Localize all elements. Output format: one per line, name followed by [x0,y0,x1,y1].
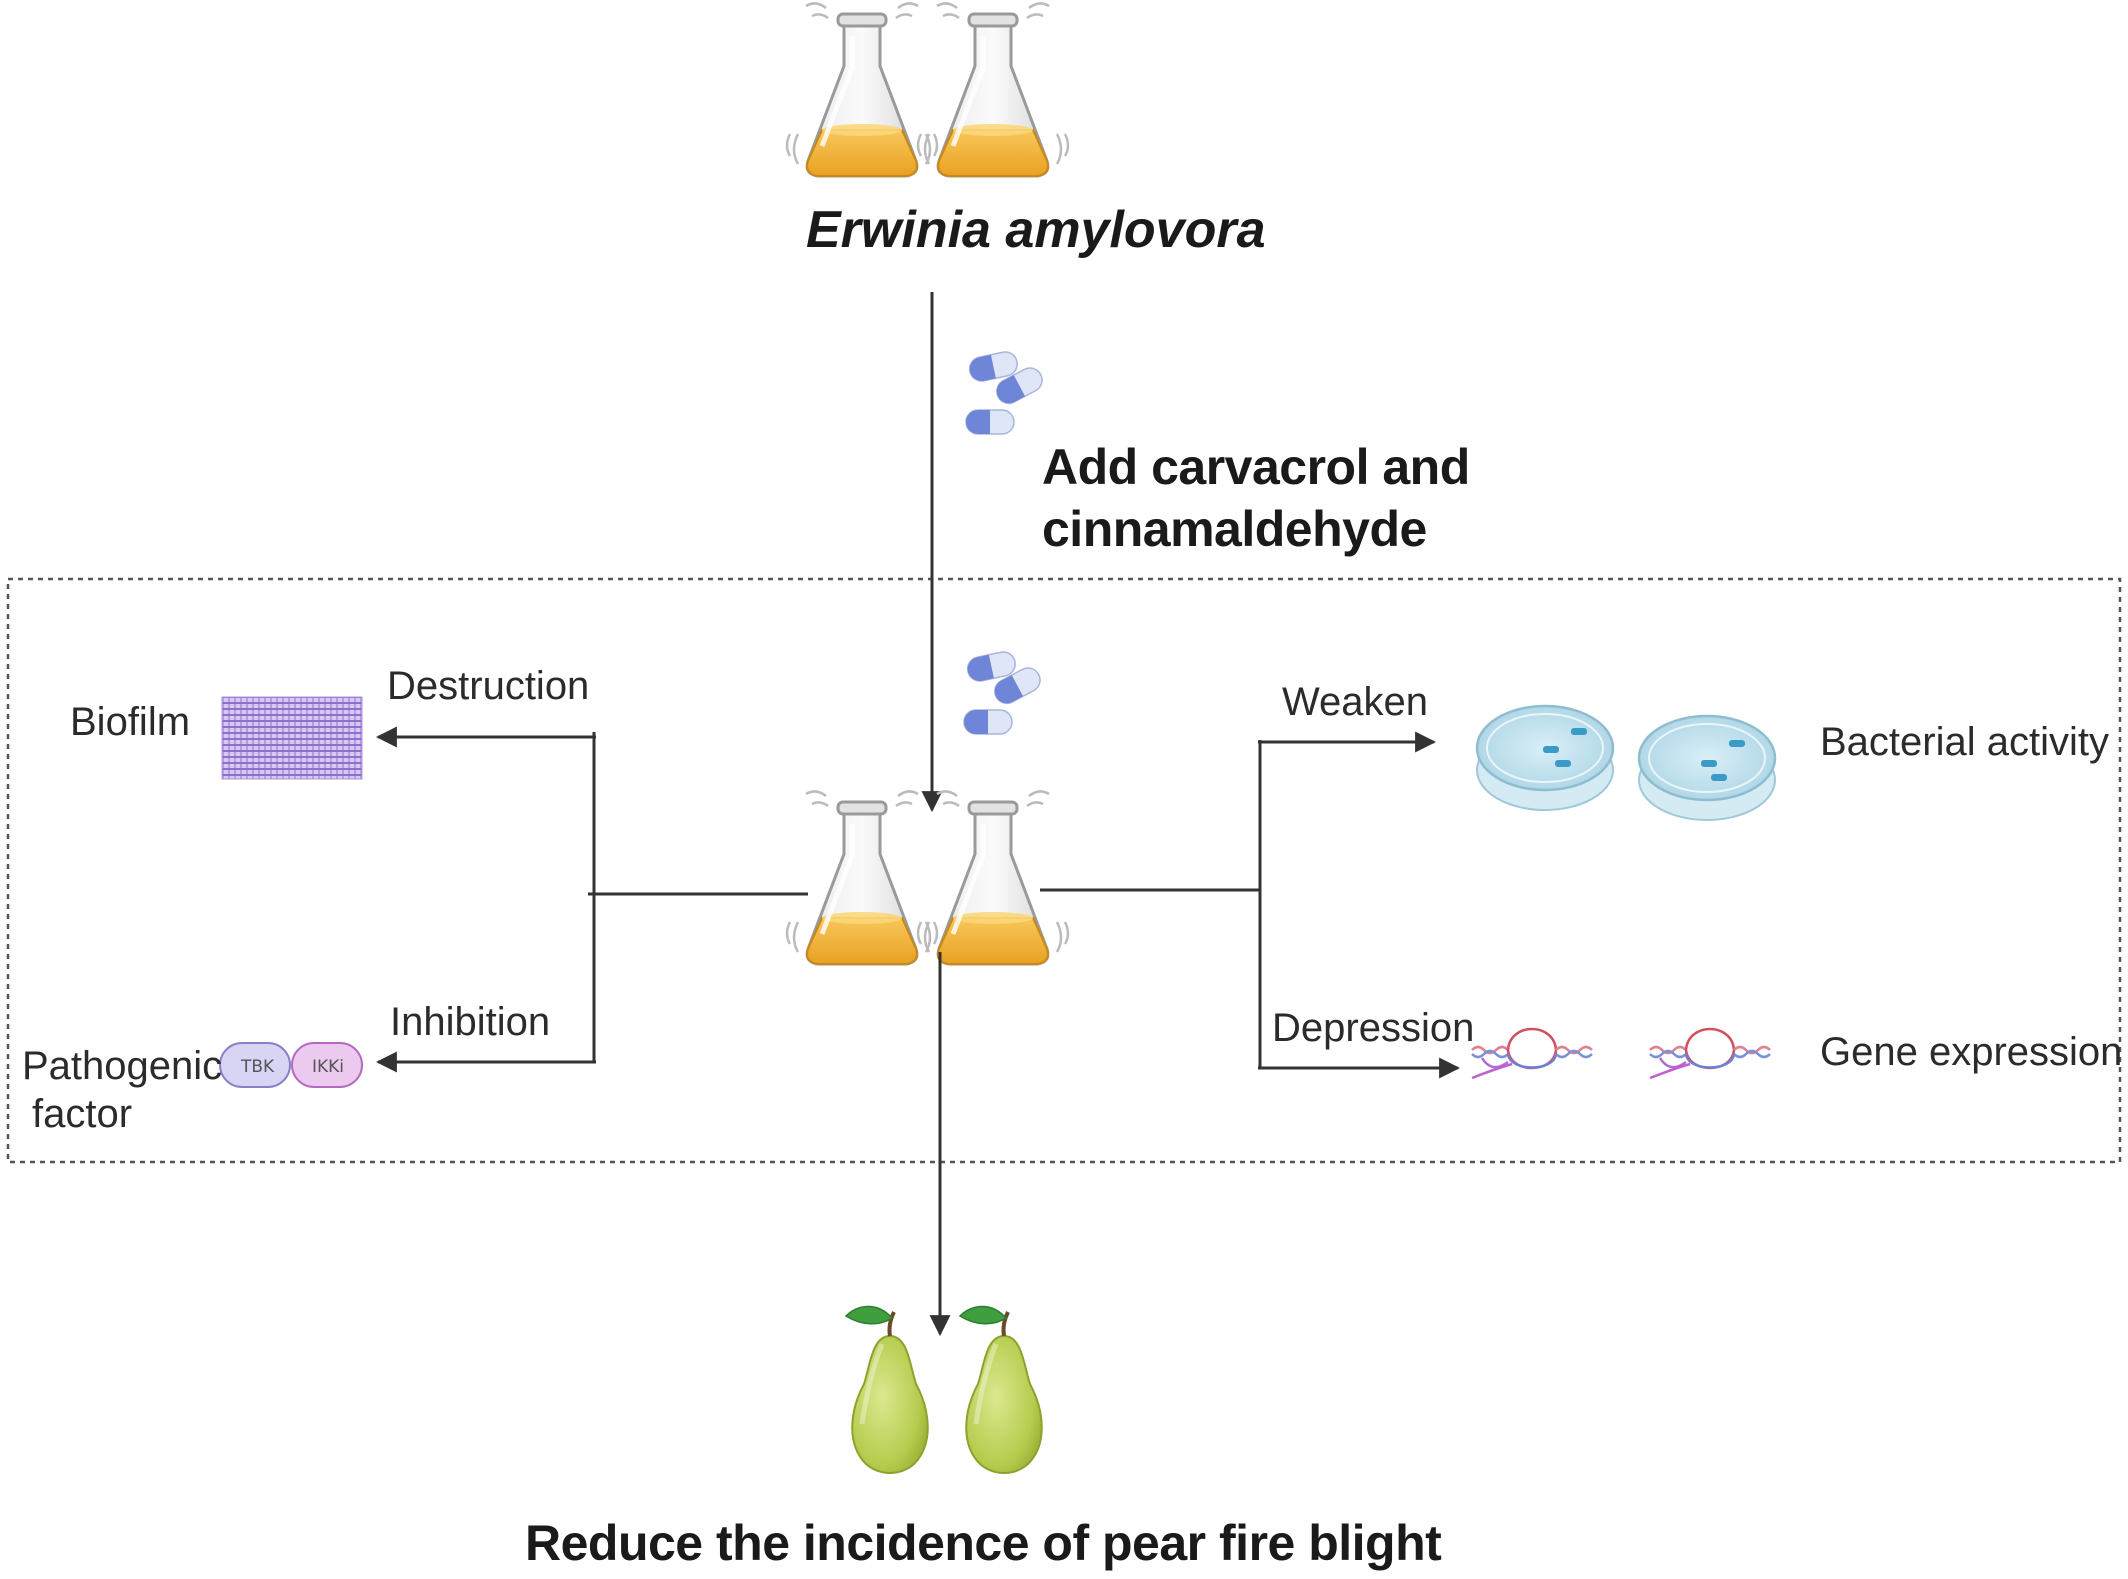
biofilm-icon [221,696,363,780]
mechanism-box [6,577,2122,1164]
pathogenic-factor-label-line2: factor [32,1092,133,1136]
erlenmeyer-flask-icon [787,791,937,964]
protein-tbk-label: TBK [241,1057,275,1077]
depression-label: Depression [1272,1006,1475,1050]
petri-dish-icon [1637,714,1777,822]
treatment-label-line2: cinnamaldehyde [1042,501,1427,557]
pear-icon [846,1306,928,1473]
erlenmeyer-flask-icon [918,3,1068,176]
protein-ikki-label: IKKi [312,1057,345,1077]
biofilm-label: Biofilm [70,700,191,744]
capsule-icon [963,649,1045,735]
erlenmeyer-flask-icon [918,791,1068,964]
gene-expression-label: Gene expression [1820,1030,2123,1074]
capsule-icon [965,349,1047,435]
dna-transcription-icon [1470,1027,1594,1080]
protein-complex-icon [219,1042,363,1088]
dna-transcription-icon [1648,1027,1772,1080]
pathogenic-factor-label-line1: Pathogenic [22,1044,223,1088]
petri-dish-icon [1475,704,1615,812]
destruction-label: Destruction [387,664,590,708]
organism-title: Erwinia amylovora [806,201,1266,259]
inhibition-label: Inhibition [390,1000,551,1044]
weaken-label: Weaken [1282,680,1429,724]
erlenmeyer-flask-icon [787,3,937,176]
treatment-label-line1: Add carvacrol and [1042,439,1470,495]
outcome-label: Reduce the incidence of pear fire blight [525,1515,1442,1571]
bacterial-activity-label: Bacterial activity [1820,720,2109,764]
pear-icon [960,1306,1042,1473]
